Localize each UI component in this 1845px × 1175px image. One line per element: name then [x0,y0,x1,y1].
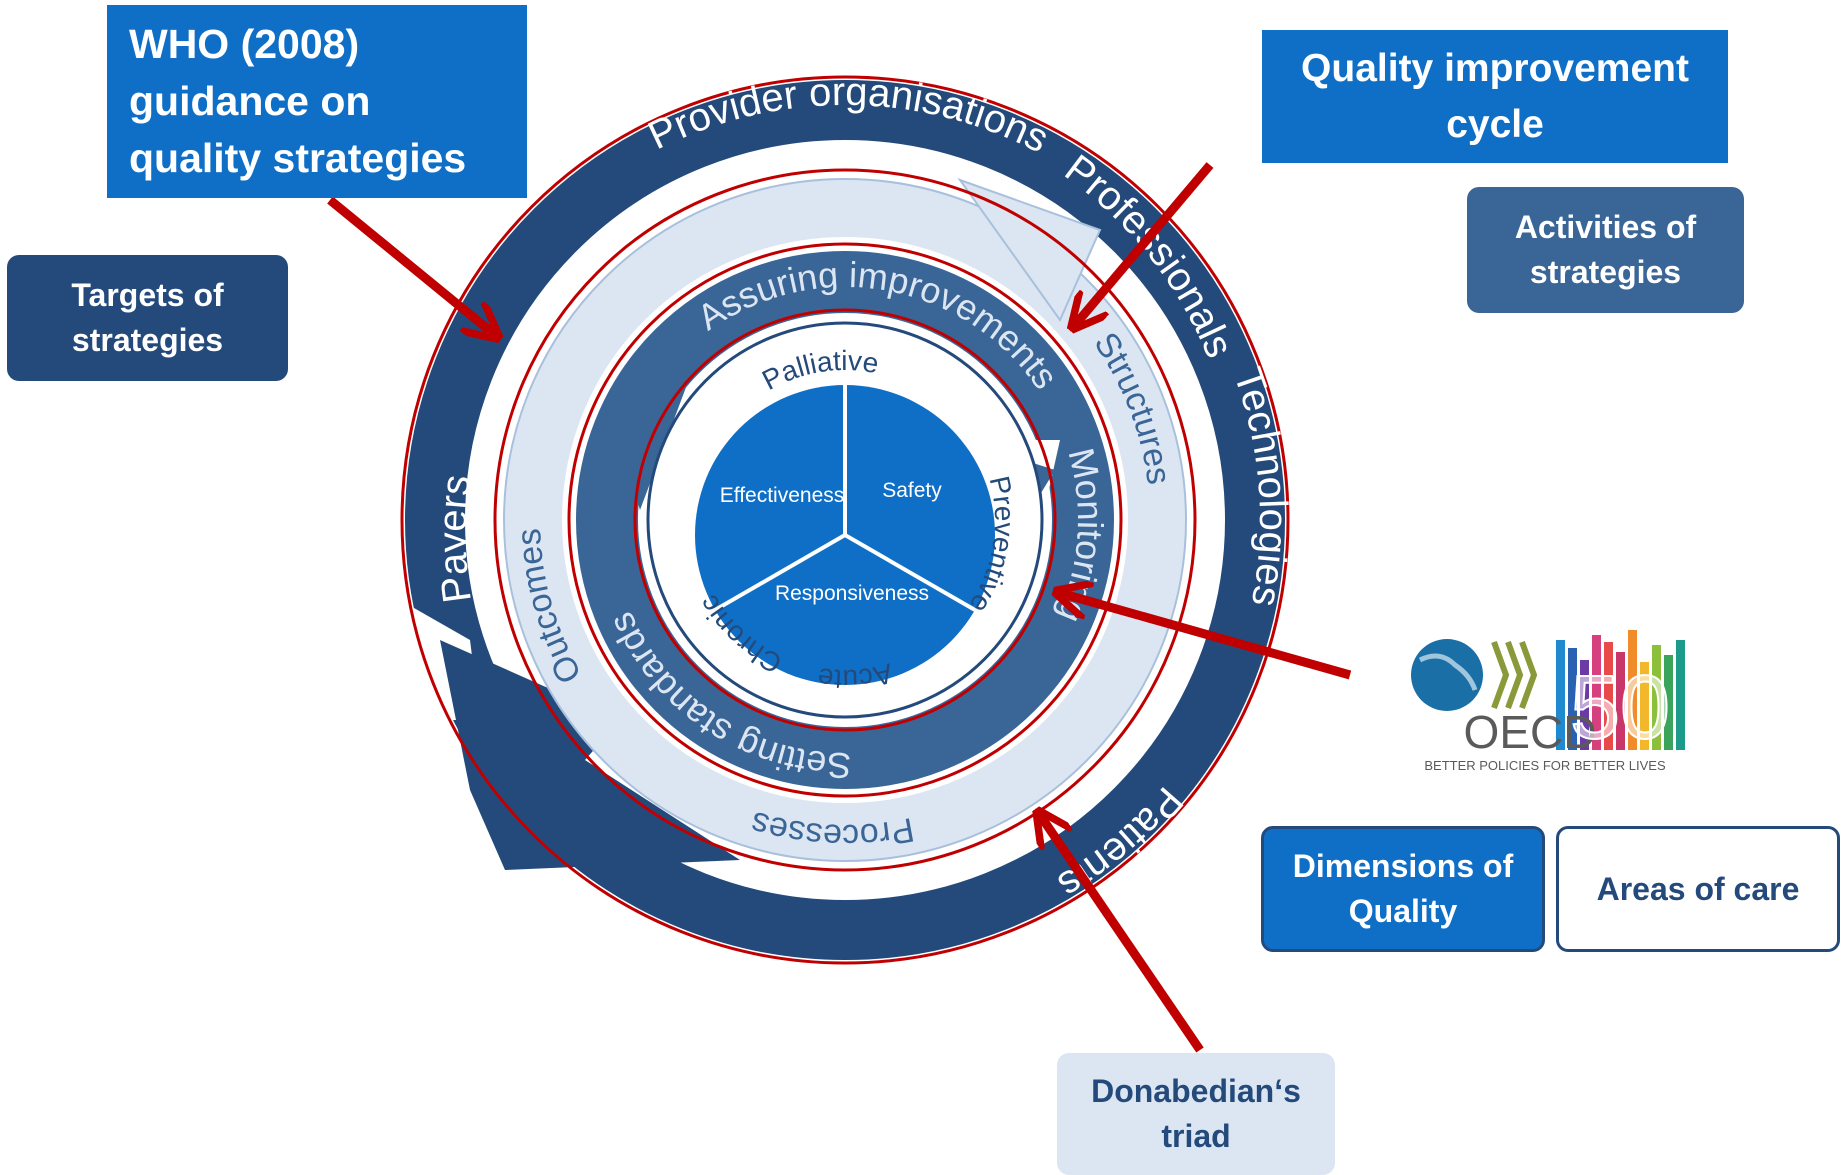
donabedian-line-2: triad [1161,1118,1231,1154]
dimensions-box: Dimensions of Quality [1261,826,1545,952]
activities-line-1: Activities of [1514,209,1697,245]
fifty-bars [1556,630,1685,750]
donabedian-line-1: Donabedian‘s [1091,1073,1301,1109]
activities-box: Activities of strategies [1467,187,1744,313]
qi-cycle-line-1: Quality improvement [1301,46,1689,90]
svg-text:Payers: Payers [431,472,480,605]
dimensions-pie [695,385,995,685]
pointer-arrows [327,162,1352,1053]
targets-line-2: strategies [71,322,224,358]
globe-icon [1411,639,1483,711]
red-outline-inner [633,308,1057,732]
arrow-qic [1075,162,1214,325]
red-outline-mid [567,242,1123,798]
dimension-safety: Safety [882,479,942,502]
red-outline-outer [400,75,1290,965]
who-guidance-line-3: quality strategies [129,135,467,181]
oecd-wordmark: OECD [1464,706,1597,758]
who-guidance-box: WHO (2008) guidance on quality strategie… [107,5,527,198]
red-outline-outer-2 [493,168,1197,872]
oecd-tagline: BETTER POLICIES FOR BETTER LIVES [1424,758,1666,773]
areas-of-care-box: Areas of care [1556,826,1840,952]
donabedian-ring [503,177,1187,862]
fifty-numeral: 50 [1570,658,1670,758]
targets-line-1: Targets of [71,277,224,313]
arrow-donabedian [1040,815,1204,1053]
targets-box: Targets of strategies [7,255,288,381]
dimensions-line-2: Quality [1348,893,1458,929]
donabedian-box: Donabedian‘s triad [1057,1053,1335,1175]
dimensions-line-1: Dimensions of [1292,848,1514,884]
dimension-responsiveness: Responsiveness [775,582,929,605]
activities-line-2: strategies [1529,254,1682,290]
arrow-who [327,196,495,335]
qi-cycle-line-2: cycle [1446,102,1544,146]
targets-ring [400,80,1285,960]
dimension-effectiveness: Effectiveness [720,484,845,507]
target-payers: Payers [431,472,480,605]
qi-cycle-box: Quality improvement cycle [1262,30,1728,163]
areas-of-care-label: Areas of care [1596,870,1800,907]
who-guidance-line-1: WHO (2008) [129,21,360,67]
oecd-logo: OECD 50 BETTER POLICIES FOR BETTER LIVES [1411,630,1685,773]
arrow-oecd [1060,593,1352,680]
who-guidance-line-2: guidance on [129,78,371,124]
